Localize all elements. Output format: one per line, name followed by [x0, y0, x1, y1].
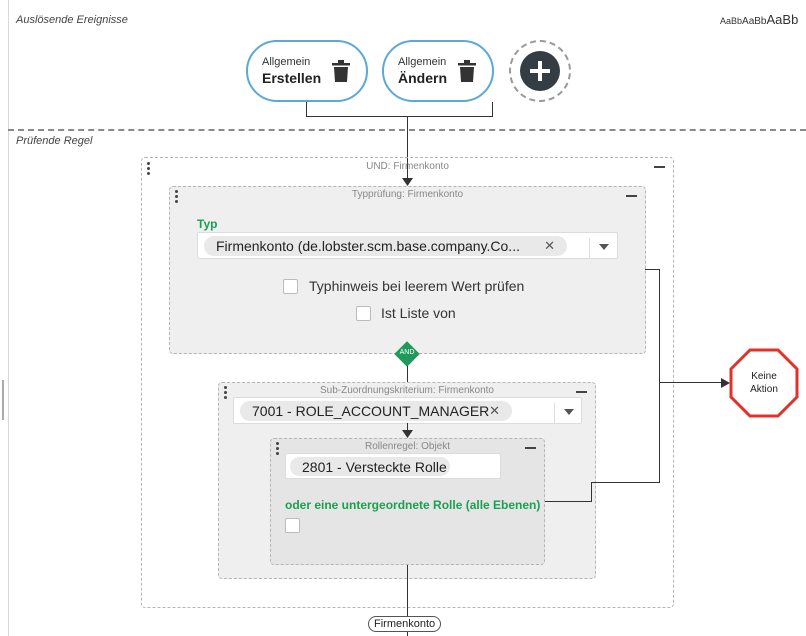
sub-criterion-select[interactable]: 7001 - ROLE_ACCOUNT_MANAGER ✕ — [233, 397, 582, 424]
connector-line — [407, 565, 408, 636]
sub-criterion-chip: 7001 - ROLE_ACCOUNT_MANAGER ✕ — [240, 401, 512, 421]
dropdown-separator — [554, 403, 555, 423]
stop-sign-icon — [729, 348, 799, 418]
no-action-line2: Aktion — [750, 384, 778, 395]
type-check-title: Typprüfung: Firmenkonto — [351, 189, 464, 200]
event-create-label: Erstellen — [262, 70, 322, 86]
trash-icon[interactable] — [332, 60, 350, 82]
font-size-large[interactable]: AaBb — [766, 12, 799, 27]
drag-handle-icon[interactable] — [147, 162, 150, 177]
connector-line — [407, 116, 408, 179]
role-rule-title: Rollenregel: Objekt — [364, 441, 451, 452]
event-create-category: Allgemein — [262, 56, 311, 68]
trash-icon[interactable] — [458, 60, 476, 82]
sub-criterion-title: Sub-Zuordnungskriterium: Firmenkonto — [320, 385, 494, 396]
collapse-icon[interactable] — [626, 195, 637, 197]
and-connector[interactable]: AND — [394, 341, 420, 367]
section-divider — [8, 129, 806, 131]
role-chip: 2801 - Versteckte Rolle — [290, 457, 450, 476]
arrow-right-icon — [721, 378, 730, 388]
type-field-label: Typ — [197, 217, 218, 231]
plus-icon[interactable] — [520, 51, 560, 91]
dropdown-separator — [589, 238, 590, 258]
resize-handle[interactable] — [2, 380, 4, 420]
chevron-down-icon[interactable] — [564, 409, 574, 415]
font-size-selector[interactable]: AaBbAaBbAaBb — [720, 12, 798, 27]
drag-handle-icon[interactable] — [276, 442, 279, 457]
sub-criterion-chip-label: 7001 - ROLE_ACCOUNT_MANAGER — [252, 403, 490, 419]
role-input[interactable]: 2801 - Versteckte Rolle — [285, 453, 501, 479]
event-change-text: Allgemein Ändern — [398, 56, 447, 86]
empty-value-checkbox-label: Typhinweis bei leerem Wert prüfen — [309, 278, 525, 294]
connector-line — [306, 102, 307, 116]
connector-line — [545, 501, 592, 502]
connector-line — [407, 366, 408, 382]
font-size-small[interactable]: AaBb — [720, 16, 743, 26]
event-create-text: Allgemein Erstellen — [262, 56, 321, 86]
type-check-box[interactable]: Typprüfung: Firmenkonto Typ Firmenkonto … — [169, 186, 646, 354]
event-change-label: Ändern — [398, 70, 447, 86]
role-rule-box[interactable]: Rollenregel: Objekt 2801 - Versteckte Ro… — [270, 438, 545, 565]
no-action-node[interactable]: Keine Aktion — [729, 348, 799, 418]
subroles-option-label: oder eine untergeordnete Rolle (alle Ebe… — [285, 498, 541, 512]
connector-line — [306, 116, 493, 117]
left-border — [8, 0, 9, 636]
arrow-down-icon — [402, 430, 413, 438]
collapse-icon[interactable] — [654, 166, 665, 168]
collapse-icon[interactable] — [525, 447, 536, 449]
connector-line — [645, 269, 660, 270]
output-type-badge: Firmenkonto — [368, 616, 442, 632]
drag-handle-icon[interactable] — [224, 386, 227, 401]
connector-line — [591, 482, 660, 483]
remove-icon[interactable]: ✕ — [544, 238, 555, 253]
type-chip: Firmenkonto (de.lobster.scm.base.company… — [204, 236, 567, 256]
add-event-button[interactable] — [509, 40, 571, 102]
empty-value-checkbox[interactable] — [283, 279, 298, 294]
list-of-checkbox-label: Ist Liste von — [381, 305, 456, 321]
event-create-pill[interactable]: Allgemein Erstellen — [246, 40, 368, 102]
drag-handle-icon[interactable] — [175, 190, 178, 205]
connector-line — [591, 482, 592, 502]
rule-section-label: Prüfende Regel — [16, 135, 93, 147]
arrow-down-icon — [402, 178, 413, 186]
collapse-icon[interactable] — [576, 391, 587, 393]
connector-line — [407, 423, 408, 432]
font-size-medium[interactable]: AaBb — [742, 16, 767, 27]
chevron-down-icon[interactable] — [599, 244, 609, 250]
event-change-pill[interactable]: Allgemein Ändern — [382, 40, 494, 102]
and-connector-label: AND — [399, 349, 415, 356]
triggers-section-label: Auslösende Ereignisse — [16, 14, 128, 26]
subroles-checkbox[interactable] — [285, 518, 300, 533]
type-select[interactable]: Firmenkonto (de.lobster.scm.base.company… — [197, 232, 618, 259]
event-change-category: Allgemein — [398, 56, 447, 68]
connector-line — [659, 382, 723, 383]
remove-icon[interactable]: ✕ — [489, 403, 500, 418]
connector-line — [492, 102, 493, 116]
type-chip-label: Firmenkonto (de.lobster.scm.base.company… — [216, 238, 520, 254]
connector-line — [659, 269, 660, 483]
role-chip-label: 2801 - Versteckte Rolle — [302, 458, 447, 475]
und-group-title: UND: Firmenkonto — [366, 161, 449, 172]
no-action-line1: Keine — [751, 371, 777, 382]
list-of-checkbox[interactable] — [356, 306, 371, 321]
